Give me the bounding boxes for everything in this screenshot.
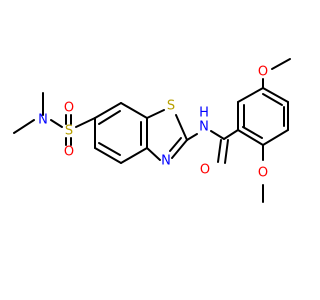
bond [120, 147, 148, 164]
sulfonyl-sulfur: S [65, 124, 73, 139]
carbonyl-oxygen: O [200, 163, 210, 178]
thiazole-nitrogen: N [161, 154, 171, 169]
bond [94, 147, 122, 164]
bond [94, 102, 122, 119]
sulfonyl-oxygen-bottom: O [64, 145, 74, 160]
bond [262, 93, 283, 106]
amide-nitrogen: N [199, 120, 209, 135]
dimethylamino-nitrogen: N [38, 113, 48, 128]
bond [120, 102, 148, 119]
sulfonyl-oxygen-top: O [64, 101, 74, 116]
methoxy-oxygen-top: O [258, 65, 268, 80]
bond [237, 129, 264, 146]
bond [271, 58, 291, 70]
bond [224, 139, 229, 164]
bond [13, 119, 35, 134]
bonds [13, 58, 291, 203]
molecule-structure: N S O O S N H N O O O [13, 58, 291, 203]
bond [75, 117, 96, 128]
amide-nh-label: H [199, 106, 209, 121]
atom-labels: N S O O S N H N O O O [38, 65, 268, 181]
methoxy-oxygen-bottom: O [258, 166, 268, 181]
bond [146, 109, 165, 119]
bond [223, 129, 239, 140]
bond [242, 126, 263, 139]
bond [237, 87, 264, 103]
bond [169, 137, 182, 152]
bond [50, 119, 63, 128]
thiazole-sulfur: S [167, 99, 175, 114]
bond [98, 142, 121, 156]
bond [210, 130, 225, 140]
bond [186, 133, 198, 141]
bond [98, 110, 121, 125]
bond [171, 139, 188, 159]
bond [146, 147, 161, 161]
bond [217, 139, 222, 163]
bond [262, 87, 289, 103]
bond [262, 129, 289, 146]
bond [175, 114, 188, 141]
